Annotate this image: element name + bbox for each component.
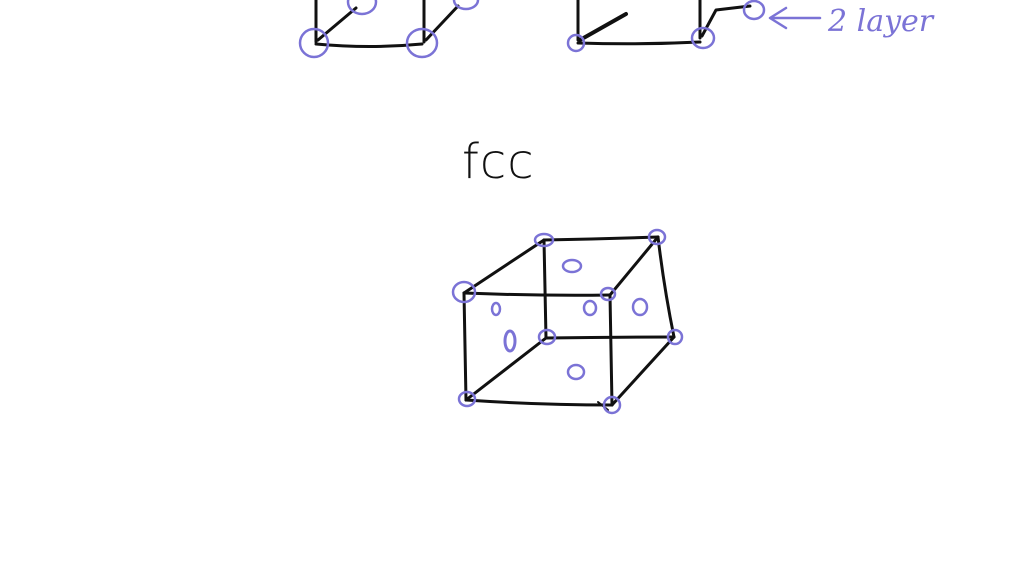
corner-atom [451, 280, 477, 304]
left-arrow-icon [768, 6, 822, 30]
corner-atom [405, 27, 439, 59]
corner-atom [533, 232, 555, 248]
front-face-left-edge [462, 291, 468, 402]
back-face-top-edge [542, 235, 660, 242]
back-face-left-edge [542, 238, 548, 340]
connect-top-left [462, 238, 546, 295]
back-face-right-edge [656, 235, 676, 339]
back-face-bottom-edge [544, 335, 676, 340]
right-cube-diagonal-edge [578, 12, 628, 42]
connect-bottom-left [464, 336, 548, 402]
corner-atom [599, 286, 617, 302]
corner-atom [537, 328, 557, 346]
corner-atom [457, 390, 477, 408]
face-center-atom-bottom [566, 363, 586, 381]
corner-atom [690, 26, 716, 50]
right-partial-cube [566, 0, 766, 53]
connect-top-right [608, 235, 660, 297]
corner-atom [666, 328, 684, 346]
connect-bottom-right [610, 335, 676, 407]
corner-atom [298, 27, 330, 59]
left-partial-cube [298, 0, 480, 59]
corner-atom [346, 0, 378, 16]
fcc-unit-cell [451, 228, 684, 415]
corner-atom [647, 228, 667, 246]
front-face-top-edge [462, 291, 612, 297]
face-center-atom-left [503, 329, 517, 353]
corner-atom [602, 395, 622, 415]
front-face-right-edge [608, 293, 614, 407]
left-cube-diagonal-edge [316, 6, 358, 42]
front-face-bottom-edge [464, 398, 614, 407]
face-center-atom-back [582, 299, 598, 317]
corner-atom [566, 33, 586, 53]
face-center-atom-right [631, 297, 649, 317]
structure-title: fcc [462, 134, 535, 190]
layer-annotation: 2 layer [828, 4, 934, 39]
left-cube-back-edge [424, 4, 460, 42]
corner-atom [742, 0, 766, 21]
right-cube-bottom-edge [576, 40, 702, 46]
face-center-atom-front [490, 301, 502, 317]
corner-atom [452, 0, 480, 11]
face-center-atom-top [561, 258, 583, 274]
